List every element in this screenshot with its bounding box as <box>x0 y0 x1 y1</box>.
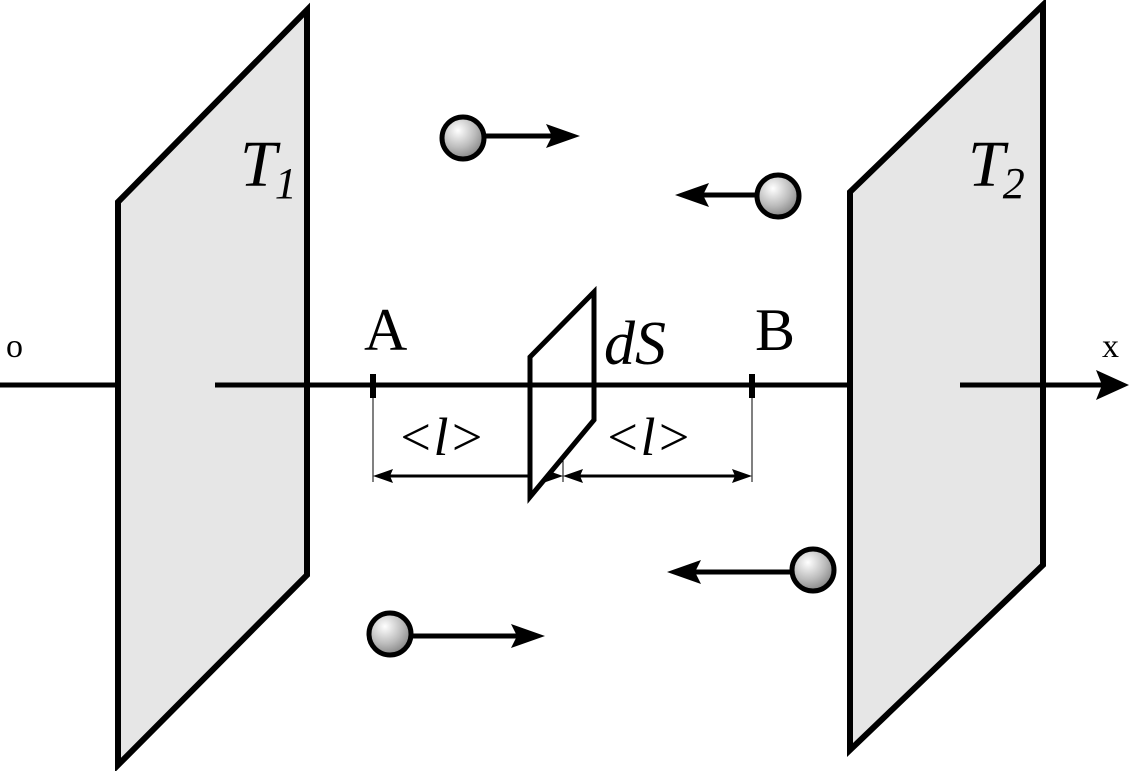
arrow-icon <box>675 183 709 207</box>
origin-label: o <box>6 328 23 365</box>
sphere-icon <box>366 610 414 658</box>
particle-bottom-left <box>366 610 545 658</box>
plate-t2-label: T2 <box>968 128 1025 208</box>
plate-t2 <box>847 0 1046 758</box>
distance-right-label: <l> <box>604 407 692 467</box>
particle-top-left <box>439 114 580 162</box>
x-axis-label: x <box>1102 328 1119 365</box>
arrow-icon <box>511 624 545 648</box>
dimension-left-arrow-start <box>373 469 393 483</box>
area-element-label: dS <box>604 310 666 378</box>
sphere-icon <box>754 172 802 220</box>
plate-t1-label: T1 <box>240 128 297 208</box>
arrow-icon <box>546 124 580 148</box>
distance-left-label: <l> <box>397 407 485 467</box>
dimension-right-arrow-start <box>563 469 583 483</box>
particle-top-right <box>675 172 802 220</box>
plate-t1 <box>115 2 310 771</box>
sphere-icon <box>789 546 837 594</box>
sphere-icon <box>439 114 487 162</box>
x-axis-arrowhead <box>1096 370 1129 400</box>
dimension-right-arrow-end <box>732 469 752 483</box>
point-a-label: A <box>364 297 407 363</box>
arrow-icon <box>667 560 701 584</box>
particle-bottom-right <box>667 546 837 594</box>
point-b-label: B <box>755 297 795 363</box>
area-element-ds <box>527 285 597 504</box>
